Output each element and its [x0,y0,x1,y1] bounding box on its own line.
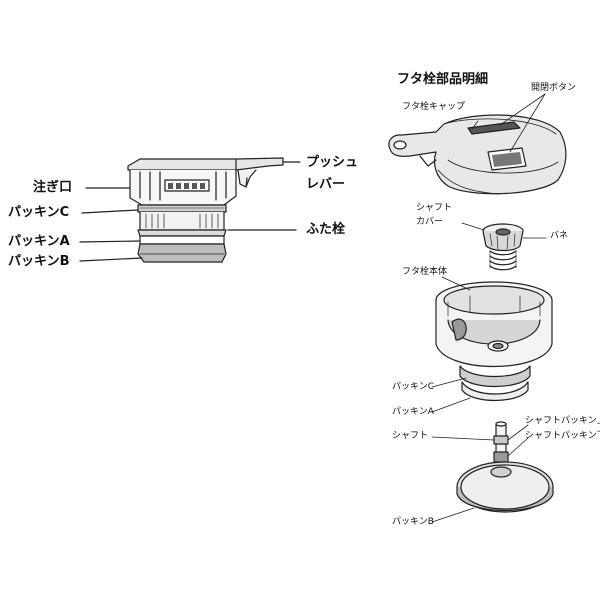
packing-b-label: パッキンB [8,254,70,269]
open-close-button-label: 開閉ボタン [531,83,577,93]
lid-plug-label: ふた栓 [306,222,346,237]
shaft-packing-upper-label: シャフトパッキン上 [525,416,600,426]
parts-title: フタ栓部品明細 [397,72,489,87]
push-lever-label-line1: プッシュ [306,155,359,170]
parts-packing-a-label: パッキンA [392,407,434,417]
spring-label: バネ [550,231,569,241]
packing-c-label: パッキンC [8,205,70,220]
shaft-cover-label-line2: カバー [416,217,444,227]
assembled-lid-plug [79,157,301,263]
cap-drawing [388,93,567,195]
spout-label: 注ぎ口 [33,180,73,195]
cap-label: フタ栓キャップ [402,102,466,112]
shaft-packing-lower-label: シャフトパッキン下 [525,431,600,441]
parts-packing-c-label: パッキンC [392,382,435,392]
shaft-cover-spring-drawing [461,222,547,271]
packing-a-label: パッキンA [8,234,70,249]
shaft-label: シャフト [392,431,429,441]
plug-body-label: フタ栓本体 [402,267,448,277]
parts-packing-b-label: パッキンB [392,517,434,527]
shaft-packing-b-drawing [431,421,554,523]
plug-body-drawing [431,276,553,413]
shaft-cover-label-line1: シャフト [416,203,453,213]
push-lever-label-line2: レバー [306,177,346,192]
